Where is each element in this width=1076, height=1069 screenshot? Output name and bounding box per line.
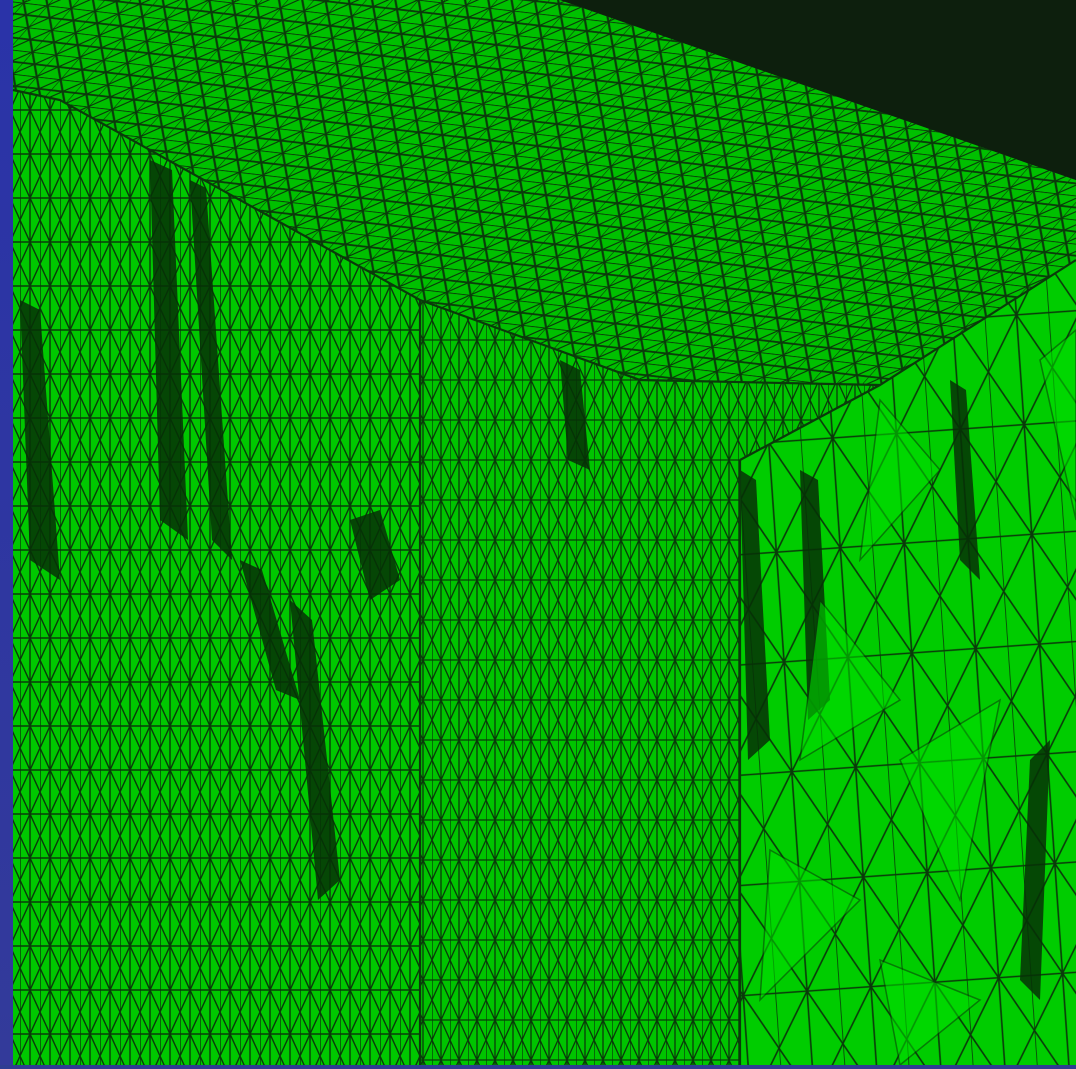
mesh-top-face — [13, 0, 1076, 385]
mesh-middle-face — [420, 300, 880, 1065]
viewport-bottom-border — [0, 1065, 1076, 1069]
mesh-right-face — [740, 260, 1076, 1065]
mesh-highlight-triangles — [759, 329, 1076, 1067]
viewport-left-border — [0, 0, 13, 1069]
mesh-shadow-crevices — [20, 160, 1050, 1000]
mesh-edges — [12, 88, 1076, 1065]
